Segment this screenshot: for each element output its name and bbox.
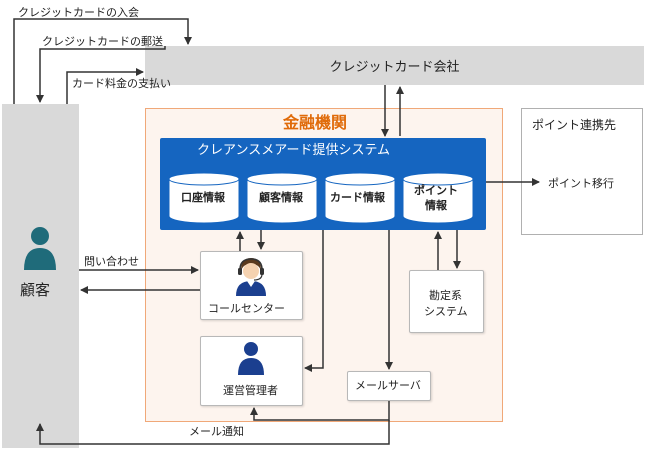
inquiry-label: 問い合わせ (84, 255, 139, 268)
card-info-label: カード情報 (330, 191, 385, 204)
customer-column (2, 104, 79, 448)
point-info-label-line1: ポイント (414, 184, 458, 197)
point-info-label-line2: 情報 (425, 199, 447, 212)
card-application-label: クレジットカードの入会 (18, 6, 139, 19)
card-fee-payment-label: カード料金の支払い (72, 77, 171, 90)
financial-institution-title: 金融機関 (283, 113, 348, 132)
call-center-label: コールセンター (208, 302, 285, 315)
credit-card-company-box: クレジットカード会社 (145, 46, 644, 85)
account-info-db-icon (168, 172, 240, 224)
system-title: クレアンスメアード提供システム (197, 143, 391, 158)
point-info-db-icon (402, 172, 474, 224)
headset-operator-icon (236, 258, 266, 296)
customer-person-icon (24, 227, 56, 270)
point-partner-box (521, 108, 643, 235)
card-info-db-icon (324, 172, 396, 224)
accounting-system-box (409, 270, 484, 333)
operations-manager-label: 運営管理者 (223, 384, 278, 397)
point-transfer-label: ポイント移行 (548, 177, 614, 190)
mail-server-box (347, 371, 431, 401)
card-mailing-label: クレジットカードの郵送 (42, 35, 163, 48)
accounting-system-label-line1: 勘定系 (429, 289, 462, 302)
customer-label: 顧客 (20, 281, 51, 299)
accounting-system-label-line2: システム (424, 305, 468, 318)
mail-notification-label: メール通知 (189, 425, 244, 438)
operations-manager-person-icon (238, 342, 264, 375)
mail-server-label: メールサーバ (355, 379, 421, 392)
customer-info-label: 顧客情報 (259, 191, 303, 204)
account-info-label: 口座情報 (181, 191, 225, 204)
credit-card-company-label: クレジットカード会社 (329, 60, 460, 75)
point-partner-title: ポイント連携先 (532, 118, 617, 132)
customer-info-db-icon (246, 172, 318, 224)
